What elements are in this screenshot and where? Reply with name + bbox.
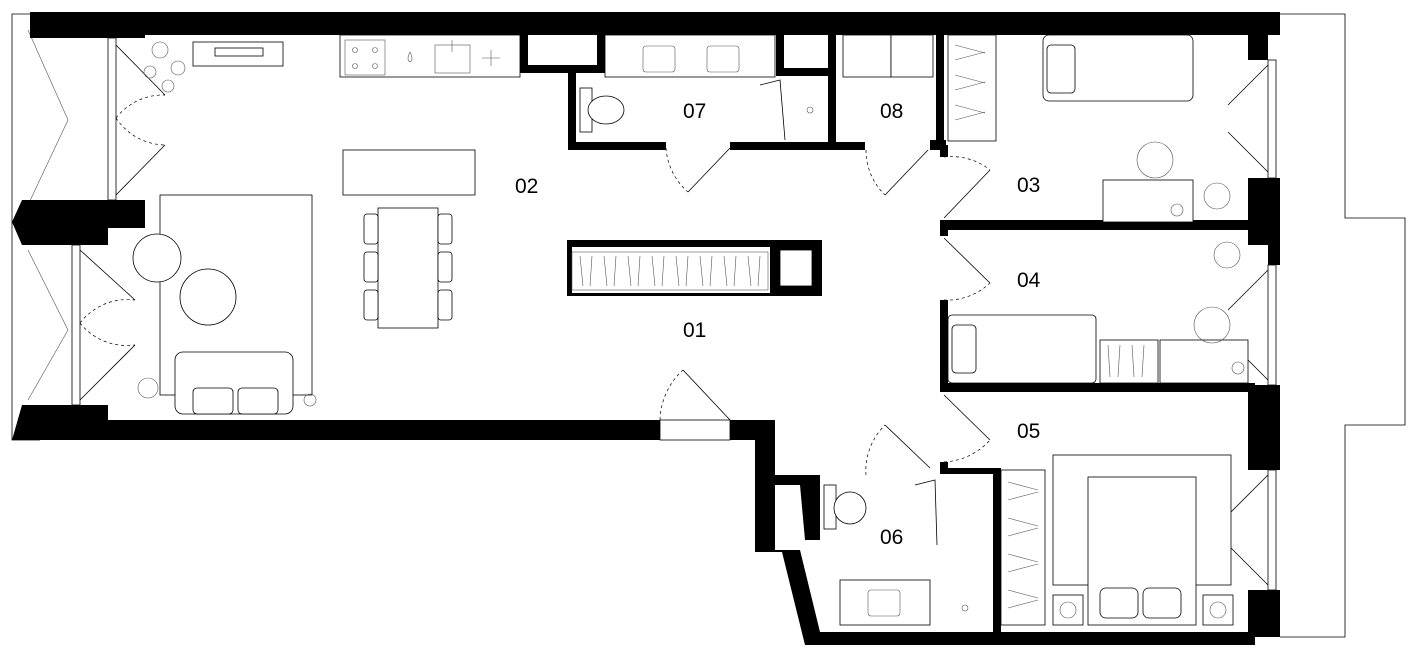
- room-label-05: 05: [1017, 420, 1040, 443]
- interior-walls: [520, 35, 1255, 638]
- doors: [79, 44, 1269, 586]
- bedroom-04-furniture: [947, 241, 1249, 384]
- room-label-08: 08: [880, 100, 903, 123]
- room-label-07: 07: [683, 100, 706, 123]
- kitchen-island: [342, 149, 476, 196]
- windows: [71, 37, 1277, 591]
- room-label-02: 02: [515, 175, 538, 198]
- room-label-04: 04: [1017, 269, 1041, 292]
- kitchen-counter: [339, 34, 521, 78]
- room-label-03: 03: [1017, 174, 1040, 197]
- dining-table: [363, 207, 453, 329]
- floor-plant-icon: [137, 377, 317, 407]
- east-terrace: [1280, 13, 1406, 638]
- bedroom-05-furniture: [1000, 454, 1234, 626]
- sofa: [174, 351, 294, 415]
- bathroom-07-fixtures: [579, 34, 814, 133]
- bathroom-06-fixtures: [823, 484, 969, 626]
- room-label-06: 06: [880, 526, 903, 549]
- corridor-wardrobe: [571, 251, 769, 291]
- room-label-01: 01: [683, 319, 706, 342]
- plant-icon: [143, 41, 186, 93]
- tv-console: [192, 41, 284, 67]
- exterior-walls: [12, 12, 1280, 645]
- bedroom-03-furniture: [947, 34, 1231, 223]
- laundry-08: [842, 34, 934, 78]
